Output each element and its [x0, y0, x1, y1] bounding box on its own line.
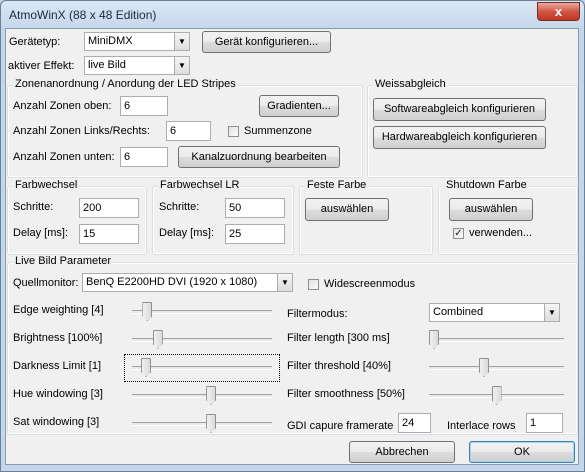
colorchange-steps-input[interactable]: 200: [79, 198, 139, 218]
colorchange-delay-input[interactable]: 15: [79, 224, 139, 244]
close-icon: x: [554, 4, 563, 19]
slider-track[interactable]: [429, 338, 564, 342]
title-bar[interactable]: AtmoWinX (88 x 48 Edition) x: [1, 1, 585, 29]
window-title: AtmoWinX (88 x 48 Edition): [9, 8, 157, 22]
ok-button[interactable]: OK: [469, 441, 575, 463]
slider-track[interactable]: [132, 338, 272, 342]
colorchange-lr-delay-input[interactable]: 25: [225, 224, 285, 244]
software-balance-button[interactable]: Softwareabgleich konfigurieren: [373, 98, 546, 121]
checkmark-icon: ✓: [454, 228, 463, 239]
slider-thumb[interactable]: [491, 386, 502, 405]
slider-thumb[interactable]: [429, 330, 439, 349]
colorchange-lr-group-title: Farbwechsel LR: [158, 179, 242, 191]
effect-label: aktiver Effekt:: [8, 60, 75, 72]
colorchange-lr-group: Farbwechsel LR Schritte: 50 Delay [ms]: …: [152, 179, 294, 255]
gdi-framerate-label: GDI capure framerate: [287, 420, 394, 432]
interlace-rows-label: Interlace rows: [447, 420, 516, 432]
filter-mode-label: Filtermodus:: [287, 308, 348, 320]
zones-group: Zonenanordnung / Anordung der LED Stripe…: [7, 78, 363, 178]
device-select[interactable]: MiniDMX ▼: [84, 32, 190, 51]
colorchange-group-title: Farbwechsel: [13, 179, 80, 191]
widescreen-label: Widescreenmodus: [324, 278, 416, 290]
live-params-group: Live Bild Parameter Quellmonitor: BenQ E…: [7, 255, 578, 435]
slider-track[interactable]: [132, 422, 272, 426]
interlace-rows-input[interactable]: 1: [526, 413, 563, 433]
cancel-button[interactable]: Abbrechen: [349, 441, 455, 463]
sum-zone-checkbox[interactable]: [228, 126, 239, 137]
zones-bottom-label: Anzahl Zonen unten:: [13, 151, 115, 163]
chevron-down-icon: ▼: [174, 33, 189, 50]
gdi-framerate-input[interactable]: 24: [398, 413, 431, 433]
colorchange-steps-label: Schritte:: [13, 201, 54, 213]
effect-select[interactable]: live Bild ▼: [84, 56, 190, 75]
slider-label: Edge weighting [4]: [13, 304, 104, 316]
slider-thumb[interactable]: [152, 330, 163, 349]
chevron-down-icon: ▼: [544, 304, 559, 321]
slider-track[interactable]: [132, 366, 272, 370]
slider-thumb[interactable]: [206, 414, 217, 433]
monitor-label: Quellmonitor:: [13, 277, 79, 289]
zones-side-input[interactable]: 6: [166, 121, 211, 141]
slider-thumb[interactable]: [479, 358, 489, 377]
slider-label: Sat windowing [3]: [13, 416, 100, 428]
monitor-value: BenQ E2200HD DVI (1920 x 1080): [86, 276, 258, 288]
monitor-select[interactable]: BenQ E2200HD DVI (1920 x 1080) ▼: [82, 273, 293, 292]
colorchange-group: Farbwechsel Schritte: 200 Delay [ms]: 15: [7, 179, 147, 255]
fixed-color-group: Feste Farbe auswählen: [299, 179, 433, 255]
whitebalance-group: Weissabgleich Softwareabgleich konfiguri…: [367, 78, 578, 178]
slider-track[interactable]: [429, 366, 564, 370]
slider-thumb[interactable]: [141, 358, 152, 377]
slider-label: Brightness [100%]: [13, 332, 103, 344]
colorchange-delay-label: Delay [ms]:: [13, 227, 69, 239]
slider-label: Filter threshold [40%]: [287, 360, 391, 372]
colorchange-lr-steps-input[interactable]: 50: [225, 198, 285, 218]
slider-focus-rect: [124, 354, 280, 382]
hardware-balance-button[interactable]: Hardwareabgleich konfigurieren: [373, 126, 546, 149]
gradients-button[interactable]: Gradienten...: [259, 95, 339, 117]
widescreen-checkbox[interactable]: [308, 279, 319, 290]
shutdown-color-select-button[interactable]: auswählen: [449, 198, 533, 221]
device-label: Gerätetyp:: [9, 36, 61, 48]
zones-group-title: Zonenanordnung / Anordung der LED Stripe…: [13, 78, 238, 90]
filter-mode-value: Combined: [433, 306, 484, 318]
shutdown-color-group-title: Shutdown Farbe: [444, 179, 529, 191]
configure-device-button[interactable]: Gerät konfigurieren...: [202, 31, 331, 53]
shutdown-use-label: verwenden...: [469, 227, 532, 239]
slider-label: Filter smoothness [50%]: [287, 388, 405, 400]
shutdown-color-group: Shutdown Farbe auswählen ✓ verwenden...: [438, 179, 578, 255]
chevron-down-icon: ▼: [277, 274, 292, 291]
whitebalance-group-title: Weissabgleich: [373, 78, 448, 90]
effect-value: live Bild: [88, 59, 126, 71]
zones-side-label: Anzahl Zonen Links/Rechts:: [13, 125, 150, 137]
slider-label: Hue windowing [3]: [13, 388, 103, 400]
device-value: MiniDMX: [88, 35, 133, 47]
slider-track[interactable]: [132, 310, 272, 314]
channel-mapping-button[interactable]: Kanalzuordnung bearbeiten: [178, 146, 340, 168]
zones-bottom-input[interactable]: 6: [120, 147, 168, 167]
chevron-down-icon: ▼: [174, 57, 189, 74]
zones-top-label: Anzahl Zonen oben:: [13, 100, 112, 112]
dialog-client: Gerätetyp: MiniDMX ▼ Gerät konfigurieren…: [5, 28, 579, 465]
close-button[interactable]: x: [537, 2, 580, 21]
colorchange-lr-steps-label: Schritte:: [159, 201, 200, 213]
sum-zone-label: Summenzone: [244, 125, 312, 137]
colorchange-lr-delay-label: Delay [ms]:: [159, 227, 215, 239]
slider-track[interactable]: [132, 394, 272, 398]
slider-label: Filter length [300 ms]: [287, 332, 390, 344]
zones-top-input[interactable]: 6: [120, 96, 168, 116]
slider-label: Darkness Limit [1]: [13, 360, 102, 372]
fixed-color-select-button[interactable]: auswählen: [305, 198, 389, 221]
slider-thumb[interactable]: [206, 386, 217, 405]
slider-thumb[interactable]: [142, 302, 153, 321]
shutdown-use-checkbox[interactable]: ✓: [453, 228, 464, 239]
fixed-color-group-title: Feste Farbe: [305, 179, 369, 191]
filter-mode-select[interactable]: Combined ▼: [429, 303, 560, 322]
live-params-group-title: Live Bild Parameter: [13, 255, 113, 267]
